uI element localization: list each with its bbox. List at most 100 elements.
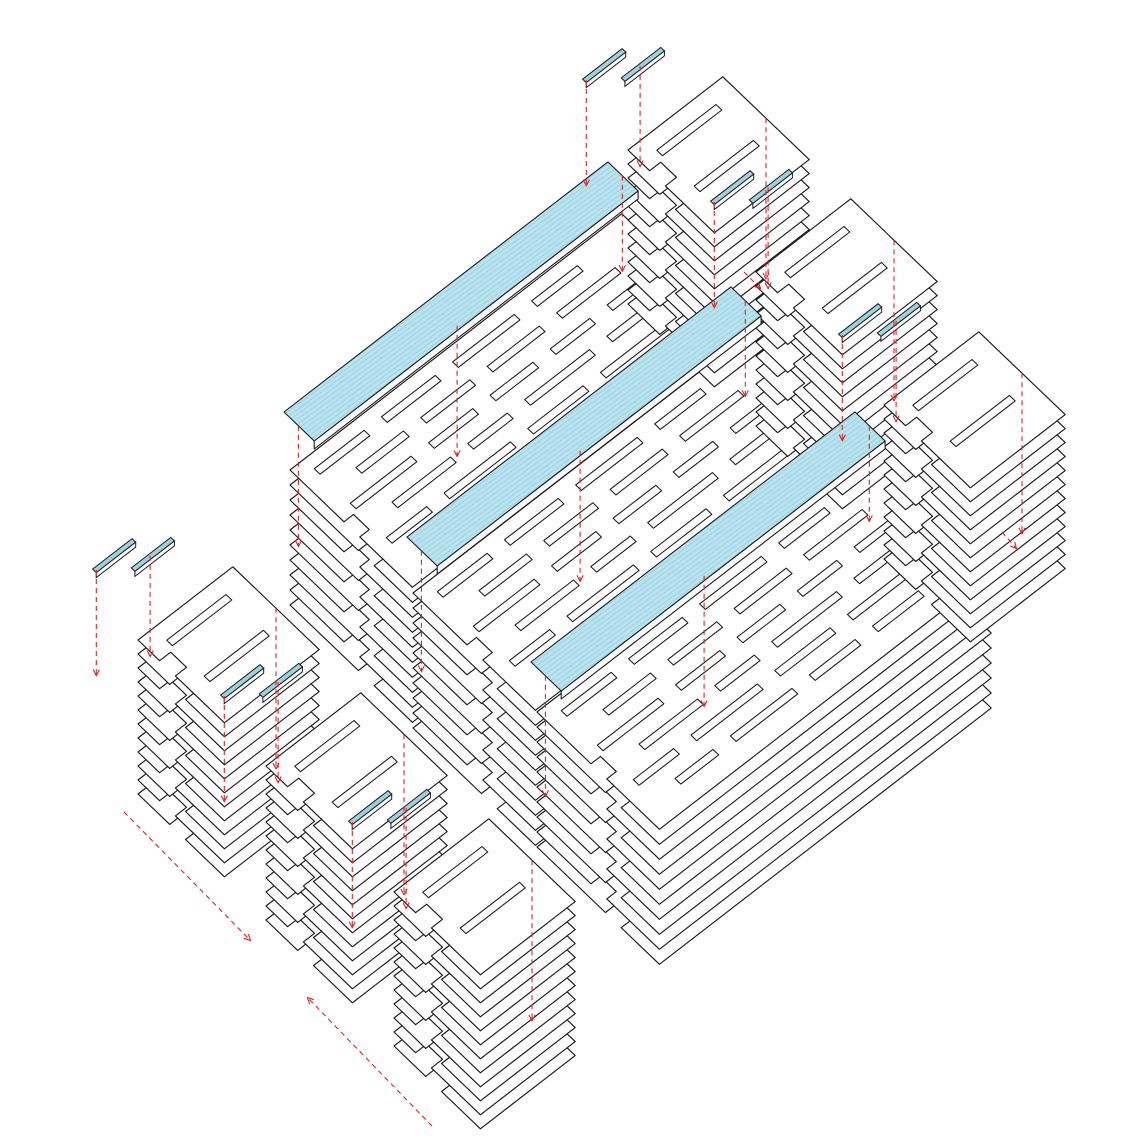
slot — [575, 436, 644, 491]
slot — [808, 638, 862, 681]
slot — [602, 672, 657, 716]
slot — [774, 627, 837, 677]
diagonal-arrow-icon — [308, 998, 433, 1127]
slot — [714, 654, 761, 692]
slot — [654, 388, 707, 430]
slot — [690, 683, 764, 742]
connector-peg — [748, 168, 794, 210]
diagonal-arrow-icon — [1001, 531, 1016, 548]
diagonal-arrow-icon — [123, 811, 250, 940]
slot — [508, 629, 556, 667]
slot — [166, 593, 233, 647]
slot — [650, 508, 713, 558]
slot — [514, 579, 580, 632]
slot — [527, 385, 590, 435]
slot — [459, 881, 526, 935]
deck-panels — [283, 161, 886, 700]
connector-peg — [876, 301, 922, 343]
slot — [699, 555, 768, 610]
slot — [349, 455, 418, 510]
slot — [771, 591, 843, 648]
slot — [729, 687, 799, 742]
slot — [385, 506, 433, 544]
slot — [796, 559, 843, 597]
slot — [733, 567, 793, 615]
peg-top — [581, 48, 627, 84]
diagonal-arrow-icon — [743, 271, 760, 288]
peg-top — [130, 536, 176, 573]
slot — [294, 719, 361, 773]
peg-top — [620, 46, 666, 83]
peg-top — [347, 789, 393, 826]
slot — [590, 535, 637, 573]
slot — [472, 578, 541, 633]
slot — [596, 697, 665, 752]
slot — [503, 497, 565, 546]
peg-top — [91, 537, 137, 574]
connector-peg — [91, 537, 137, 579]
connector-peg — [219, 663, 265, 705]
slot — [331, 755, 398, 809]
peg-top — [258, 662, 304, 699]
connector-peg — [709, 170, 755, 211]
slot — [443, 441, 517, 500]
slab-layer — [883, 331, 1066, 489]
slot — [543, 502, 600, 547]
slot — [949, 394, 1016, 448]
slot — [549, 317, 596, 355]
slot — [612, 484, 663, 525]
slot — [871, 590, 925, 633]
slab-layer — [755, 198, 938, 356]
slot — [203, 629, 270, 683]
slot — [566, 564, 640, 623]
slot — [467, 412, 514, 450]
peg-top — [837, 303, 883, 339]
slot — [693, 139, 760, 193]
peg-top — [748, 168, 794, 205]
connector-peg — [386, 788, 432, 830]
connector-peg — [837, 303, 883, 344]
connector-peg — [130, 536, 176, 578]
small-stack — [883, 331, 1066, 643]
slot — [436, 552, 494, 598]
slot — [674, 748, 720, 785]
slot — [656, 103, 723, 157]
slab-layer — [393, 818, 576, 976]
peg-top — [876, 301, 922, 338]
slot — [486, 325, 546, 373]
deck-surface — [406, 286, 762, 567]
peg-top — [709, 170, 755, 206]
slot — [380, 374, 442, 423]
connector-peg — [620, 46, 666, 88]
slot — [674, 650, 727, 691]
deck-surface — [283, 161, 639, 442]
slot — [355, 430, 410, 474]
peg-edge — [585, 51, 627, 89]
deck-panel — [530, 411, 886, 700]
slot — [489, 361, 540, 402]
assembly-guide-arrows — [96, 65, 1022, 1127]
slot — [609, 448, 669, 496]
slot — [672, 440, 719, 478]
connector-pegs — [91, 46, 922, 831]
slot — [422, 845, 489, 899]
slot — [632, 748, 680, 786]
peg-edge — [95, 541, 137, 579]
connector-peg — [581, 48, 627, 89]
peg-top — [219, 663, 265, 700]
connector-peg — [258, 662, 304, 704]
slot — [427, 408, 480, 449]
slot — [560, 671, 618, 717]
slot — [647, 472, 719, 529]
deck-panel — [283, 161, 639, 450]
peg-top — [386, 788, 432, 825]
slot — [784, 225, 851, 279]
slot — [627, 616, 689, 665]
deck-surface — [530, 411, 886, 692]
slot — [531, 265, 584, 307]
slot — [391, 456, 457, 509]
deck-panel — [406, 286, 762, 575]
slot — [821, 261, 888, 315]
peg-edge — [624, 49, 665, 88]
